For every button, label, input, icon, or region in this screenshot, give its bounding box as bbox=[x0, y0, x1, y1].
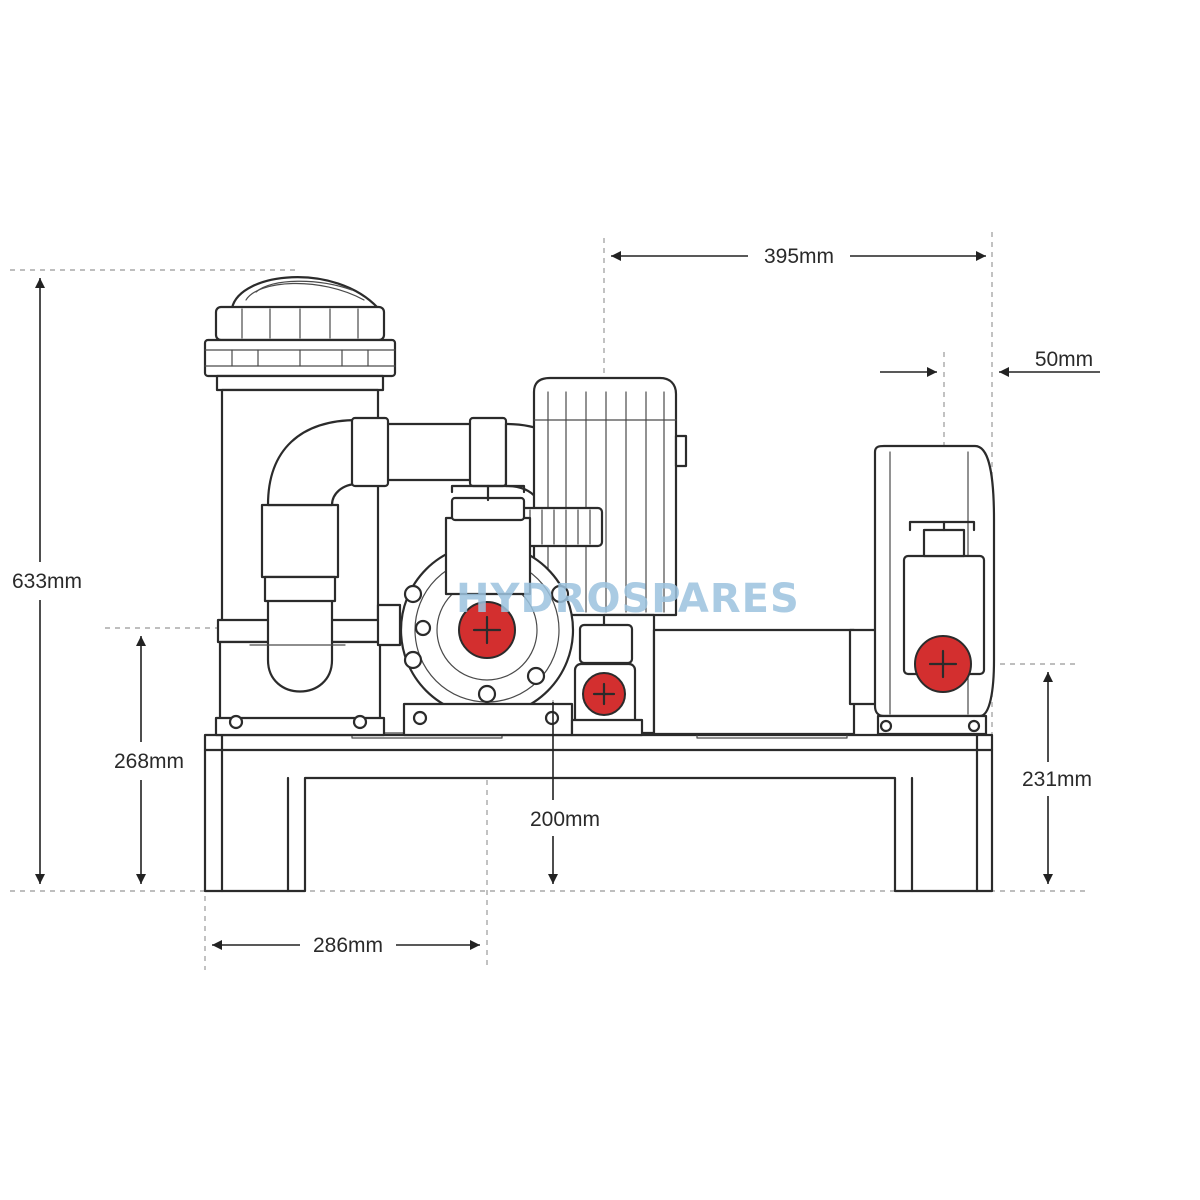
heater-assembly bbox=[652, 444, 996, 736]
dimension-overall-height: 633mm bbox=[12, 278, 82, 884]
pump-motor bbox=[516, 376, 688, 735]
hydrospares-watermark: HYDROSPARES bbox=[456, 576, 800, 622]
main-pump bbox=[399, 484, 575, 737]
right-offset-label: 50mm bbox=[1035, 348, 1093, 371]
overall-height-label: 633mm bbox=[12, 570, 82, 593]
circulation-port bbox=[570, 623, 644, 737]
right-port-height-label: 231mm bbox=[1022, 768, 1092, 791]
dimension-center-port-height: 200mm bbox=[530, 702, 600, 884]
base-frame bbox=[203, 732, 994, 893]
dimension-right-offset: 50mm bbox=[880, 348, 1100, 377]
dimension-left-port-offset: 286mm bbox=[212, 934, 480, 957]
center-port-height-label: 200mm bbox=[530, 808, 600, 831]
left-port-height-label: 268mm bbox=[114, 750, 184, 773]
top-span-label: 395mm bbox=[764, 245, 834, 268]
left-port-offset-label: 286mm bbox=[313, 934, 383, 957]
dimension-left-port-height: 268mm bbox=[114, 636, 184, 884]
dimension-right-port-height: 231mm bbox=[1022, 672, 1092, 884]
dimension-top-span: 395mm bbox=[611, 245, 986, 268]
